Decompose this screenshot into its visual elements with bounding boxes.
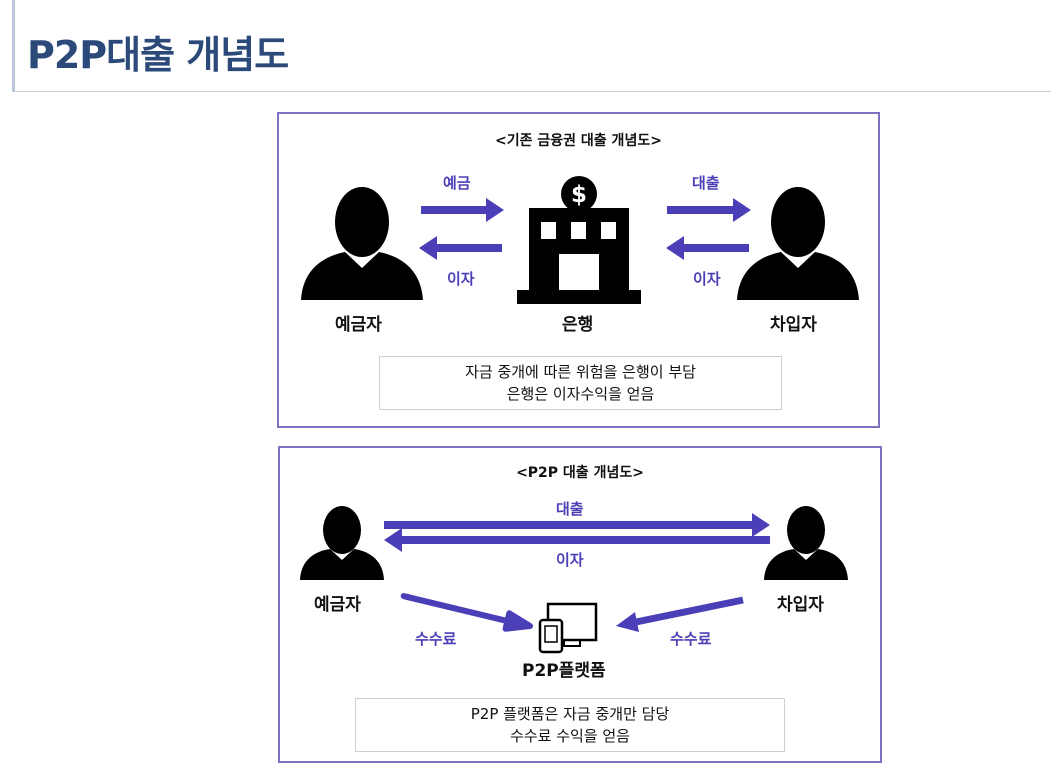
p2p-note-line-1: P2P 플랫폼은 자금 중개만 담당: [470, 705, 670, 723]
p2p-depositor-person-icon: [300, 506, 384, 580]
deposit-arrow-label: 예금: [443, 174, 471, 192]
interest-arrow-right: [666, 236, 749, 260]
fee-arrow-right-head: [616, 612, 639, 632]
p2p-platform-label: P2P플랫폼: [522, 661, 606, 681]
interest-label-right: 이자: [693, 270, 721, 288]
bank-building-icon: $: [517, 176, 641, 304]
bank-label: 은행: [562, 315, 594, 335]
traditional-note-box: 자금 중개에 따른 위험을 은행이 부담 은행은 이자수익을 얻음: [379, 356, 782, 410]
deposit-arrow: [421, 198, 504, 222]
p2p-arrows: [384, 513, 770, 632]
p2p-note-line-2: 수수료 수익을 얻음: [510, 727, 630, 745]
interest-label-left: 이자: [447, 270, 475, 288]
p2p-loan-arrow: [384, 513, 770, 537]
p2p-diagram-panel: <P2P 대출 개념도> 대출 이자 예금자 차입자 수수료 수수료 P2P플랫…: [278, 446, 882, 763]
traditional-note-line-1: 자금 중개에 따른 위험을 은행이 부담: [465, 363, 696, 381]
p2p-diagram-title: <P2P 대출 개념도>: [516, 465, 644, 481]
fee-label-left: 수수료: [415, 630, 457, 648]
p2p-interest-arrow: [384, 528, 770, 552]
page-title: P2P대출 개념도: [27, 33, 289, 77]
loan-arrow-label: 대출: [692, 174, 720, 192]
traditional-arrows: [419, 198, 751, 260]
p2p-platform-device-icon: [538, 602, 598, 654]
fee-arrow-left: [400, 593, 533, 632]
p2p-borrower-label: 차입자: [777, 595, 824, 615]
page-header: P2P대출 개념도: [12, 0, 1051, 92]
p2p-depositor-label: 예금자: [314, 595, 361, 615]
fee-arrow-right: [635, 596, 744, 626]
p2p-borrower-person-icon: [764, 506, 848, 580]
depositor-label: 예금자: [335, 315, 382, 335]
loan-arrow: [667, 198, 751, 222]
borrower-label: 차입자: [770, 315, 817, 335]
depositor-person-icon: [301, 187, 423, 300]
p2p-note-box: P2P 플랫폼은 자금 중개만 담당 수수료 수익을 얻음: [355, 698, 785, 752]
p2p-loan-label: 대출: [556, 500, 584, 518]
traditional-diagram-panel: <기존 금융권 대출 개념도> $ 예금 이자 대출 이자 예금자 은행 차입자…: [277, 112, 880, 428]
traditional-note-line-2: 은행은 이자수익을 얻음: [506, 385, 655, 403]
p2p-interest-label: 이자: [556, 551, 584, 569]
interest-arrow-left: [419, 236, 502, 260]
traditional-diagram-title: <기존 금융권 대출 개념도>: [495, 133, 662, 149]
borrower-person-icon: [737, 187, 859, 300]
bank-dollar-sign: $: [571, 182, 587, 208]
fee-label-right: 수수료: [670, 630, 712, 648]
